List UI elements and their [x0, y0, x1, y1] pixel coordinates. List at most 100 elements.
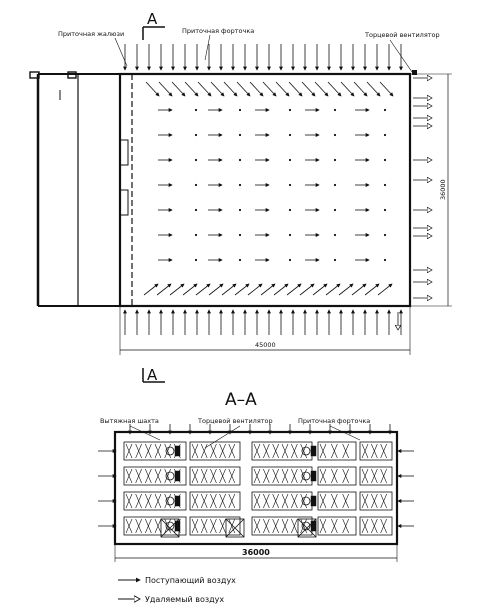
- diagonal-flow-top: [301, 81, 316, 97]
- diagonal-flow-bottom: [273, 283, 289, 296]
- column-dot: [383, 183, 387, 187]
- fan-symbol: [165, 496, 175, 506]
- cage-cross: [135, 518, 142, 534]
- label-end-fan-section: Торцевой вентилятор: [197, 417, 273, 425]
- diagonal-flow-bottom: [338, 283, 354, 296]
- floor-shaft-cross: [160, 518, 180, 538]
- cage-cross: [281, 518, 289, 534]
- diagonal-flow-bottom: [195, 283, 211, 296]
- cage-cross: [380, 468, 387, 484]
- cage-cross: [154, 468, 162, 484]
- cage-cross: [125, 493, 133, 509]
- plan-view: A Приточная жалюзи Приточная форточка То…: [29, 10, 452, 384]
- cage-block: [189, 466, 241, 486]
- section-view: А–А Вытяжная шахта Торцевой вентилятор П…: [98, 390, 414, 562]
- cage-cross: [291, 518, 298, 534]
- label-exhaust-shaft: Вытяжная шахта: [100, 417, 159, 425]
- column-dot: [194, 208, 198, 212]
- end-fan-symbol: [412, 70, 417, 75]
- diagonal-flow-top: [171, 81, 186, 97]
- cage-cross: [200, 468, 208, 484]
- column-dot: [238, 158, 242, 162]
- column-dot: [333, 258, 337, 262]
- column-dot: [238, 133, 242, 137]
- plan-airflow-arrows: [123, 44, 432, 335]
- cage-block: [317, 441, 357, 461]
- column-dot: [288, 133, 292, 137]
- cage-cross: [291, 443, 298, 459]
- cage-cross: [253, 443, 261, 459]
- diagonal-flow-top: [184, 81, 199, 97]
- legend-removed-label: Удаляемый воздух: [145, 595, 224, 604]
- fan-housing: [310, 445, 317, 457]
- cage-block: [189, 516, 241, 536]
- diagonal-flow-bottom: [286, 283, 302, 296]
- floor-shaft-cross: [297, 518, 317, 538]
- diagonal-flow-bottom: [260, 283, 276, 296]
- column-dot: [288, 208, 292, 212]
- fan-housing: [310, 495, 317, 507]
- cage-block: [317, 516, 357, 536]
- cage-cross: [228, 518, 236, 534]
- column-dot: [238, 108, 242, 112]
- diagonal-flow-bottom: [169, 283, 185, 296]
- cage-cross: [291, 493, 298, 509]
- cage-cross: [371, 443, 378, 459]
- floor-shaft-box: [225, 518, 245, 538]
- diagonal-flow-top: [197, 81, 212, 97]
- cage-cross: [291, 468, 298, 484]
- column-dot: [238, 233, 242, 237]
- cage-cross: [164, 443, 171, 459]
- cage-cross: [281, 443, 289, 459]
- column-dot: [333, 133, 337, 137]
- column-dot: [333, 208, 337, 212]
- cage-cross: [380, 493, 387, 509]
- legend: Поступающий воздух Удаляемый воздух: [118, 576, 236, 604]
- diagonal-flow-top: [366, 81, 381, 97]
- width-dimension: 45000: [119, 306, 411, 355]
- cage-cross: [210, 493, 217, 509]
- label-inlet-louver: Приточная жалюзи: [58, 30, 124, 38]
- cage-block: [359, 441, 393, 461]
- cage-cross: [191, 493, 199, 509]
- cage-rows: [98, 424, 414, 538]
- column-dot: [383, 208, 387, 212]
- cage-block: [123, 441, 187, 461]
- cage-cross: [228, 493, 236, 509]
- annex-building: [29, 71, 120, 307]
- column-dot: [288, 233, 292, 237]
- floor-shaft-cross: [225, 518, 245, 538]
- cage-cross: [263, 493, 270, 509]
- fan-housing: [310, 520, 317, 532]
- diagonal-flow-bottom: [221, 283, 237, 296]
- column-dot: [383, 233, 387, 237]
- fan-symbol: [301, 471, 311, 481]
- cage-cross: [300, 443, 307, 459]
- height-dimension: 36000: [410, 73, 452, 307]
- cage-cross: [191, 518, 199, 534]
- main-hall-outline: [118, 72, 412, 308]
- diagonal-flow-top: [353, 81, 368, 97]
- cage-cross: [145, 468, 152, 484]
- diagonal-flow-top: [210, 81, 225, 97]
- column-dot: [333, 233, 337, 237]
- column-dot: [288, 258, 292, 262]
- cage-cross: [300, 468, 307, 484]
- cage-cross: [154, 443, 162, 459]
- cage-block: [189, 491, 241, 511]
- diagonal-flow-bottom: [325, 283, 341, 296]
- label-inlet-vent-section: Приточная форточка: [298, 417, 370, 425]
- cage-cross: [135, 468, 142, 484]
- diagonal-flow-bottom: [208, 283, 224, 296]
- diagonal-flow-top: [158, 81, 173, 97]
- diagonal-flow-top: [314, 81, 329, 97]
- cage-block: [123, 466, 187, 486]
- cage-cross: [272, 493, 279, 509]
- cage-cross: [253, 518, 261, 534]
- cage-cross: [319, 468, 327, 484]
- column-dot: [194, 183, 198, 187]
- cage-cross: [125, 443, 133, 459]
- fan-symbol: [165, 471, 175, 481]
- fan-housing: [310, 470, 317, 482]
